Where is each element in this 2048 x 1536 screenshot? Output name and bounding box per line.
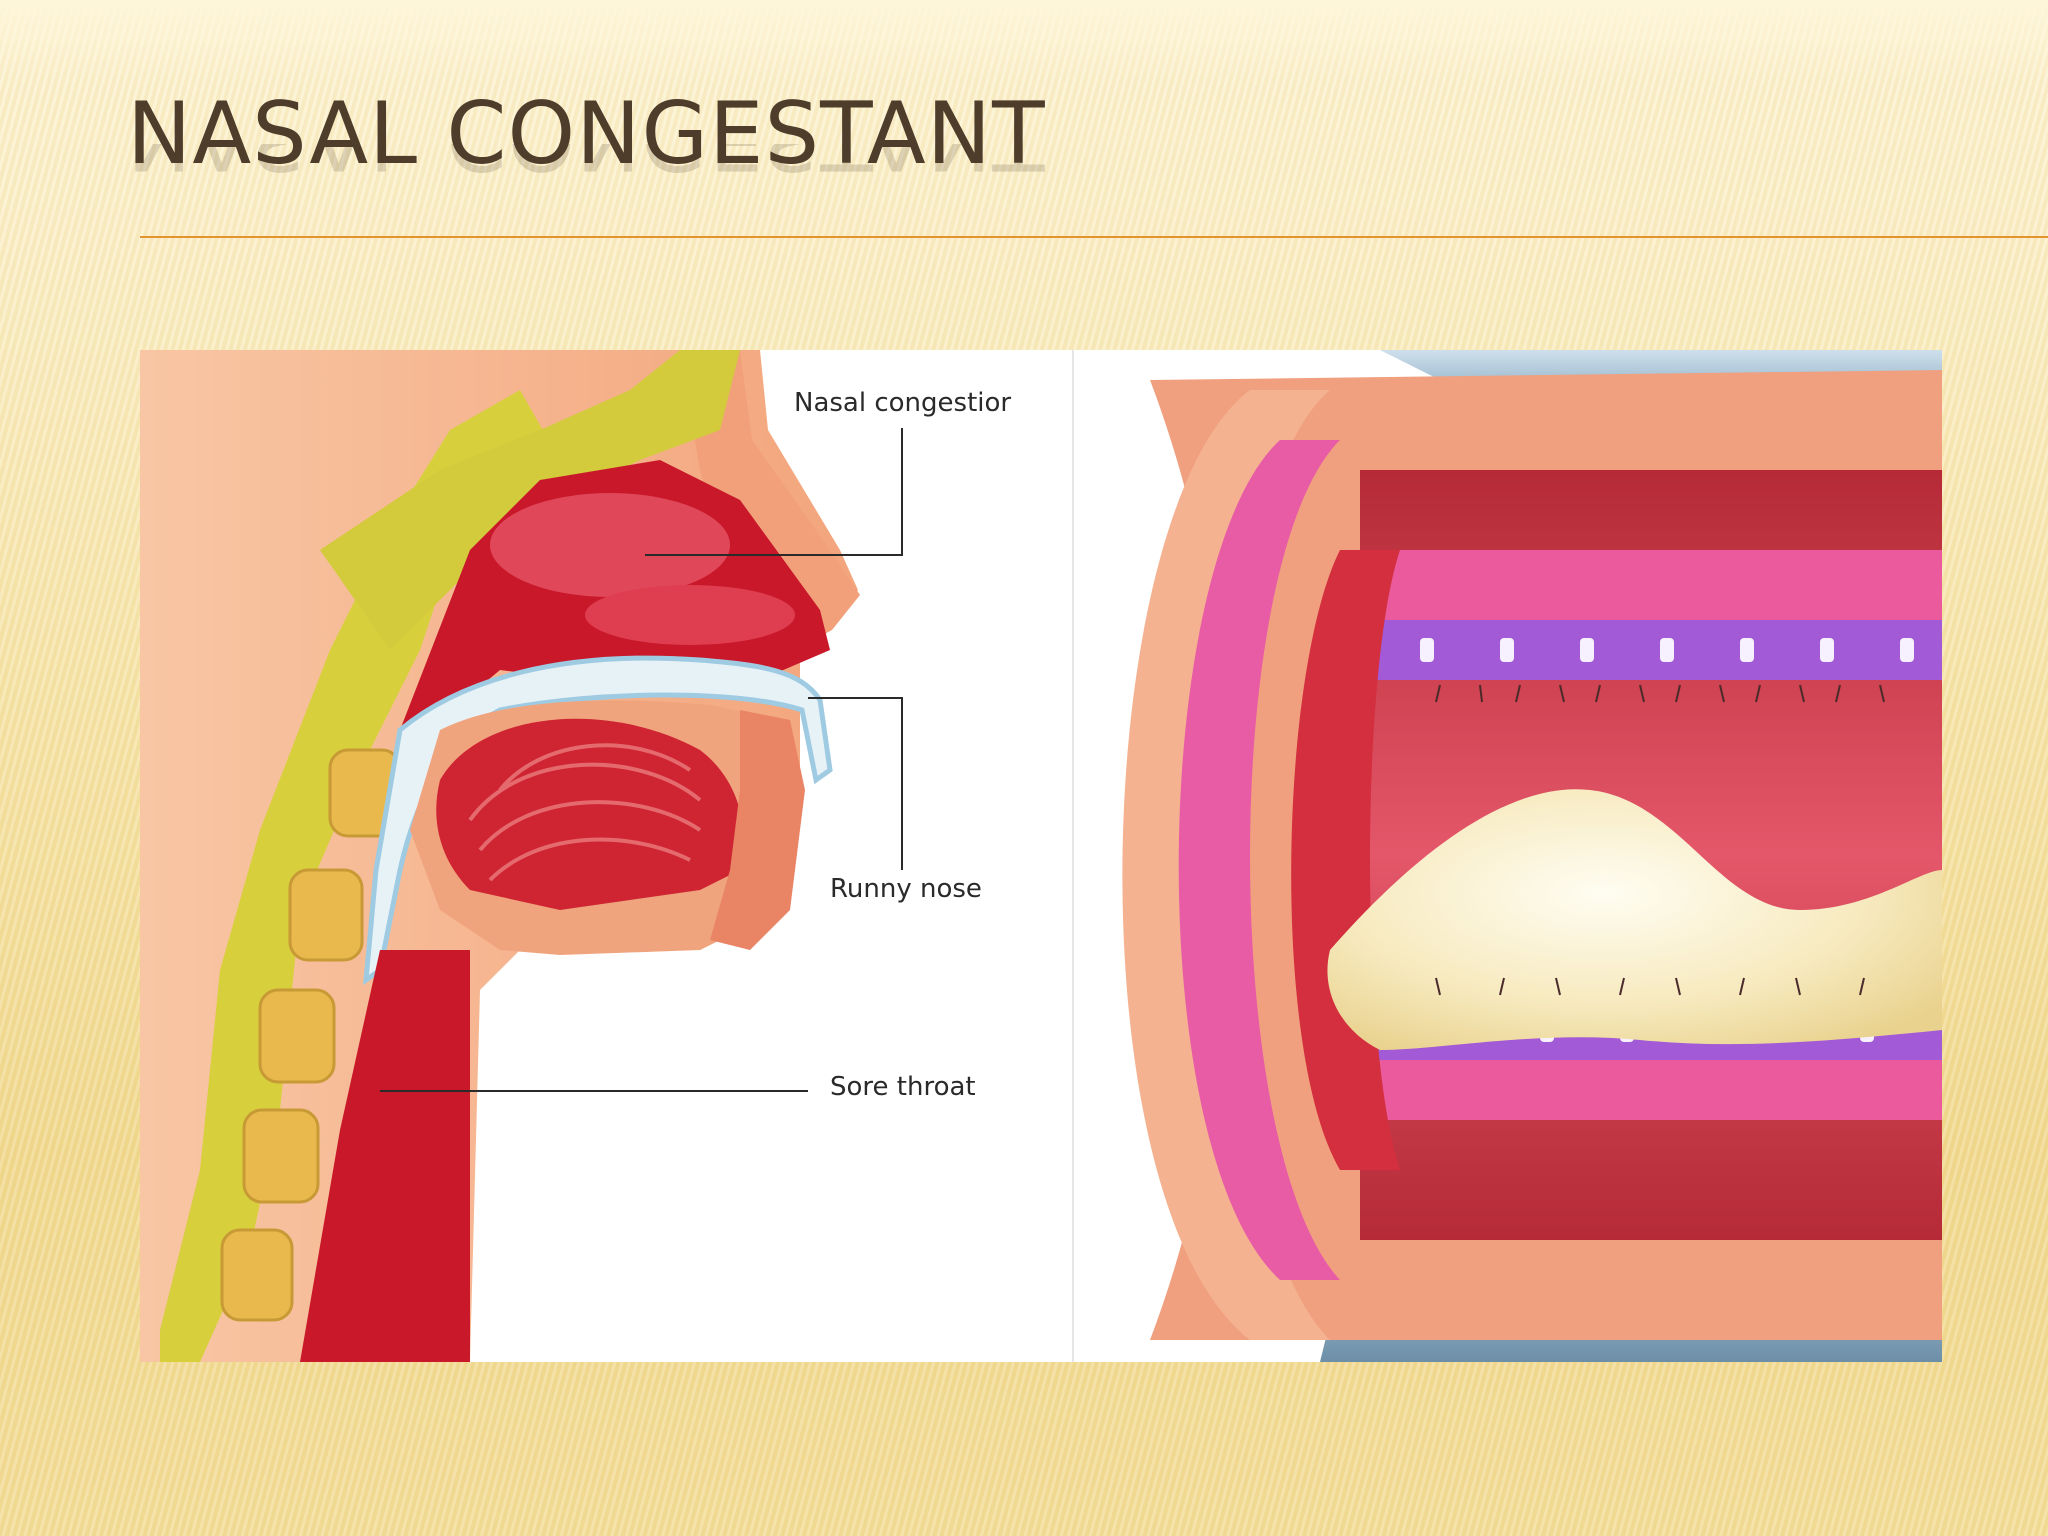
illustration-svg (140, 350, 1942, 1362)
ring-face (1122, 390, 1330, 1340)
swollen-turbinate (490, 493, 730, 597)
epithelium-top (1320, 620, 1942, 680)
mucus-plug (1327, 789, 1942, 1050)
title-divider (140, 236, 2048, 238)
title-band (0, 0, 2048, 80)
tongue-ridges (468, 743, 702, 882)
airway-cross-section (1122, 350, 1942, 1362)
label-nasal-congestion: Nasal congestior (794, 388, 1012, 418)
label-leaders (380, 428, 903, 1092)
throat (300, 950, 470, 1362)
head-cross-section (140, 350, 860, 1362)
slide-title: NASAL CONGESTANT (127, 84, 1046, 184)
label-sore-throat: Sore throat (830, 1072, 976, 1102)
label-runny-nose: Runny nose (830, 874, 982, 904)
vertebrae (220, 748, 402, 1322)
congestion-illustration: Nasal congestior Runny nose Sore throat (140, 350, 1942, 1362)
cilia (1435, 684, 1885, 996)
mucosa-bottom (1360, 1050, 1942, 1120)
leader-nasal-congestion (645, 428, 903, 556)
mucosa-top (1360, 550, 1942, 620)
jaw (710, 710, 805, 950)
title-reflection: NASAL CONGESTANT (127, 144, 1046, 188)
ring-mucosa (1178, 440, 1340, 1280)
leader-runny-nose (808, 697, 903, 870)
nose-skin (680, 350, 860, 650)
